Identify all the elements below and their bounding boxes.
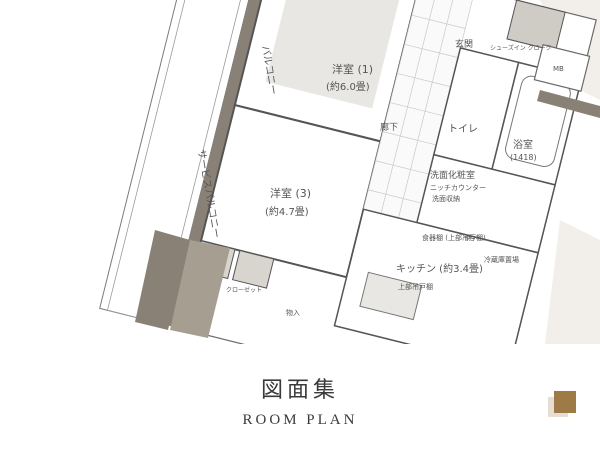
pantry-label: 食器棚 (上部吊戸棚)	[422, 233, 486, 242]
shoes-closet-label: シューズイン クローク	[490, 44, 552, 52]
washroom-label: 洗面化粧室	[430, 169, 475, 181]
hallway-label: 廊下	[380, 121, 398, 133]
western1-name: 洋室 (1)	[332, 62, 373, 76]
storage-label: 物入	[286, 308, 300, 317]
western3-size: (約4.7畳)	[265, 205, 309, 218]
western1-size: (約6.0畳)	[326, 80, 370, 93]
bath-size: (1418)	[510, 153, 537, 162]
caption-panel: 図面集 ROOM PLAN	[0, 344, 600, 472]
mb-label: MB	[553, 65, 564, 73]
entrance-label: 玄関	[455, 38, 473, 50]
page-title-en: ROOM PLAN	[242, 412, 358, 428]
upper-cabinet-label: 上部吊戸棚	[398, 282, 433, 291]
page-title-jp: 図面集	[260, 378, 339, 403]
kitchen-label: キッチン (約3.4畳)	[396, 262, 483, 275]
western3-name: 洋室 (3)	[270, 186, 311, 200]
toilet-label: トイレ	[448, 124, 478, 135]
closet-label: クローゼット	[226, 286, 262, 294]
niche-counter-label: ニッチカウンター	[430, 183, 486, 192]
floor-plan-drawing: バルコニー サービスバルコニー 洋室 (1) (約6.0畳) 洋室 (3) (約…	[99, 0, 600, 344]
floor-plan-image: バルコニー サービスバルコニー 洋室 (1) (約6.0畳) 洋室 (3) (約…	[99, 0, 600, 344]
bath-name: 浴室	[513, 138, 533, 151]
gallery-toggle-button[interactable]	[548, 391, 576, 419]
square-front-icon	[554, 391, 576, 413]
wash-storage-label: 洗面収納	[432, 194, 460, 203]
ps-label: PS	[466, 235, 475, 243]
fridge-label: 冷蔵庫置場	[484, 255, 519, 264]
